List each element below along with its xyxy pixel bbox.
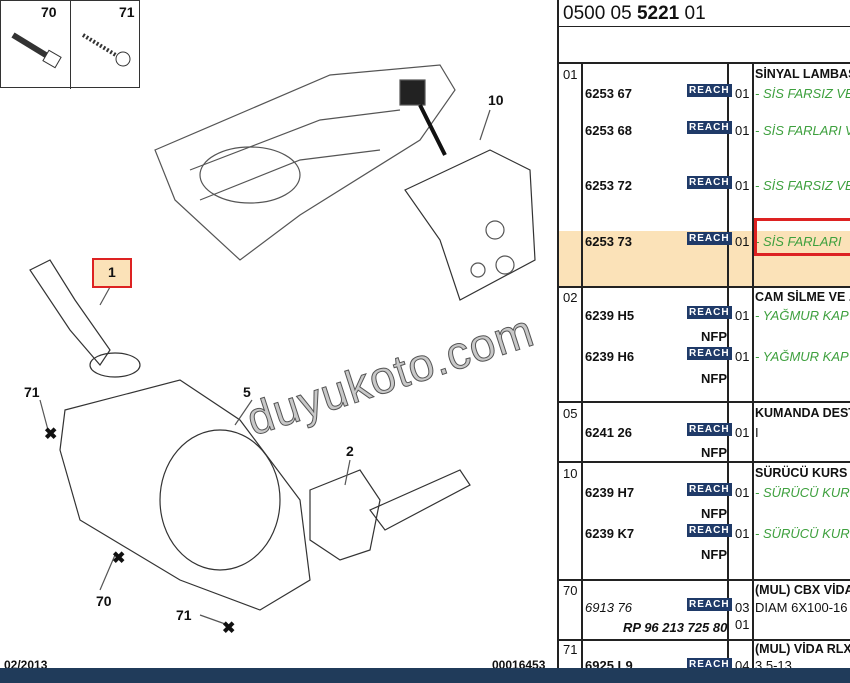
part-desc: - SÜRÜCÜ KUR bbox=[755, 485, 850, 500]
part-number[interactable]: 6253 72 bbox=[585, 178, 632, 193]
part-number[interactable]: 6253 73 bbox=[585, 234, 632, 249]
part-qty: 01 bbox=[735, 526, 750, 541]
bottom-bar bbox=[0, 668, 850, 683]
reach-badge: REACH bbox=[687, 347, 732, 360]
part-desc: - SİS FARSIZ VE bbox=[755, 86, 850, 101]
callout-5[interactable]: 5 bbox=[243, 384, 251, 400]
part-qty: 01 bbox=[735, 349, 750, 364]
ref-qty: 01 bbox=[735, 617, 750, 632]
callout-2[interactable]: 2 bbox=[346, 443, 354, 459]
highlighted-callout-box[interactable]: 1 bbox=[92, 258, 132, 288]
screw-thumbnails: 70 71 bbox=[0, 0, 141, 89]
nfp-label: NFP bbox=[701, 506, 727, 521]
group-number: 71 bbox=[563, 642, 578, 657]
nfp-label: NFP bbox=[701, 371, 727, 386]
callout-71[interactable]: 71 bbox=[24, 384, 40, 400]
part-qty: 01 bbox=[735, 485, 750, 500]
callout-10[interactable]: 10 bbox=[488, 92, 504, 108]
clipped-row: 6925 L9 REACH 04 3,5-13 bbox=[559, 658, 850, 668]
part-qty: 01 bbox=[735, 123, 750, 138]
group-title: (MUL) VİDA RLX bbox=[755, 642, 850, 656]
group-title: KUMANDA DEST bbox=[755, 406, 850, 420]
reach-badge: REACH bbox=[687, 121, 732, 134]
part-number[interactable]: 6253 68 bbox=[585, 123, 632, 138]
part-number[interactable]: 6913 76 bbox=[585, 600, 632, 615]
parts-diagram: 70 71 1 10 5 2 71 70 71 ✖ ✖ ✖ duyukoto.c… bbox=[0, 0, 546, 672]
reach-badge: REACH bbox=[687, 306, 732, 319]
group-number: 02 bbox=[563, 290, 578, 305]
highlight-box bbox=[754, 218, 850, 256]
part-desc: - SİS FARLARI V bbox=[755, 123, 850, 138]
callout-70[interactable]: 70 bbox=[96, 593, 112, 609]
part-desc: - YAĞMUR KAP bbox=[755, 308, 849, 323]
reach-badge: REACH bbox=[687, 423, 732, 436]
part-desc: DIAM 6X100-16 bbox=[755, 600, 848, 615]
group-number: 01 bbox=[563, 67, 578, 82]
reach-badge: REACH bbox=[687, 84, 732, 97]
reference-header: 0500 05 5221 01 bbox=[559, 0, 850, 27]
fastener-mark-icon: ✖ bbox=[112, 550, 126, 567]
reach-badge: REACH bbox=[687, 598, 732, 611]
exploded-view-drawing bbox=[29, 64, 536, 626]
thumb-70[interactable]: 70 bbox=[1, 1, 71, 89]
nfp-label: NFP bbox=[701, 445, 727, 460]
parts-table: 0500 05 5221 01 01 SİNYAL LAMBAS 6253 67… bbox=[557, 0, 850, 668]
part-number[interactable]: 6239 H5 bbox=[585, 308, 635, 323]
part-qty: 01 bbox=[735, 86, 750, 101]
screw-icon bbox=[81, 33, 131, 67]
ref-suffix: 01 bbox=[679, 3, 706, 24]
part-number[interactable]: 6253 67 bbox=[585, 86, 632, 101]
part-qty: 01 bbox=[735, 308, 750, 323]
part-qty: 01 bbox=[735, 234, 750, 249]
fastener-mark-icon: ✖ bbox=[222, 620, 236, 637]
group-title: CAM SİLME VE . bbox=[755, 290, 850, 304]
group-title: SÜRÜCÜ KURS bbox=[755, 466, 848, 480]
replacement-ref[interactable]: RP 96 213 725 80 bbox=[623, 620, 728, 635]
part-desc: - SİS FARLARI bbox=[755, 234, 842, 249]
ref-prefix: 0500 05 bbox=[563, 3, 637, 24]
nfp-label: NFP bbox=[701, 547, 727, 562]
reach-badge: REACH bbox=[687, 483, 732, 496]
thumb-71[interactable]: 71 bbox=[71, 1, 141, 89]
part-number[interactable]: 6241 26 bbox=[585, 425, 632, 440]
part-desc: - SÜRÜCÜ KUR bbox=[755, 526, 850, 541]
part-qty: 04 bbox=[735, 658, 750, 668]
part-desc: - SİS FARSIZ VE bbox=[755, 178, 850, 193]
part-number[interactable]: 6925 L9 bbox=[585, 658, 633, 668]
reach-badge: REACH bbox=[687, 658, 732, 668]
callout-71: 71 bbox=[119, 4, 135, 20]
part-desc: I bbox=[755, 425, 759, 440]
part-qty: 01 bbox=[735, 425, 750, 440]
nfp-label: NFP bbox=[701, 329, 727, 344]
part-number[interactable]: 6239 H6 bbox=[585, 349, 635, 364]
part-desc: - YAĞMUR KAP bbox=[755, 349, 849, 364]
fastener-mark-icon: ✖ bbox=[44, 426, 58, 443]
part-desc: 3,5-13 bbox=[755, 658, 792, 668]
reach-badge: REACH bbox=[687, 524, 732, 537]
part-qty: 01 bbox=[735, 178, 750, 193]
group-title: (MUL) CBX VİDA bbox=[755, 583, 850, 597]
part-number[interactable]: 6239 K7 bbox=[585, 526, 635, 541]
reach-badge: REACH bbox=[687, 232, 732, 245]
part-number[interactable]: 6239 H7 bbox=[585, 485, 635, 500]
callout-71[interactable]: 71 bbox=[176, 607, 192, 623]
callout-70: 70 bbox=[41, 4, 57, 20]
group-number: 10 bbox=[563, 466, 578, 481]
group-number: 70 bbox=[563, 583, 578, 598]
callout-1: 1 bbox=[108, 264, 116, 280]
reach-badge: REACH bbox=[687, 176, 732, 189]
part-qty: 03 bbox=[735, 600, 750, 615]
group-number: 05 bbox=[563, 406, 578, 421]
group-title: SİNYAL LAMBAS bbox=[755, 67, 850, 81]
bolt-icon bbox=[11, 32, 62, 69]
ref-bold: 5221 bbox=[636, 3, 680, 24]
